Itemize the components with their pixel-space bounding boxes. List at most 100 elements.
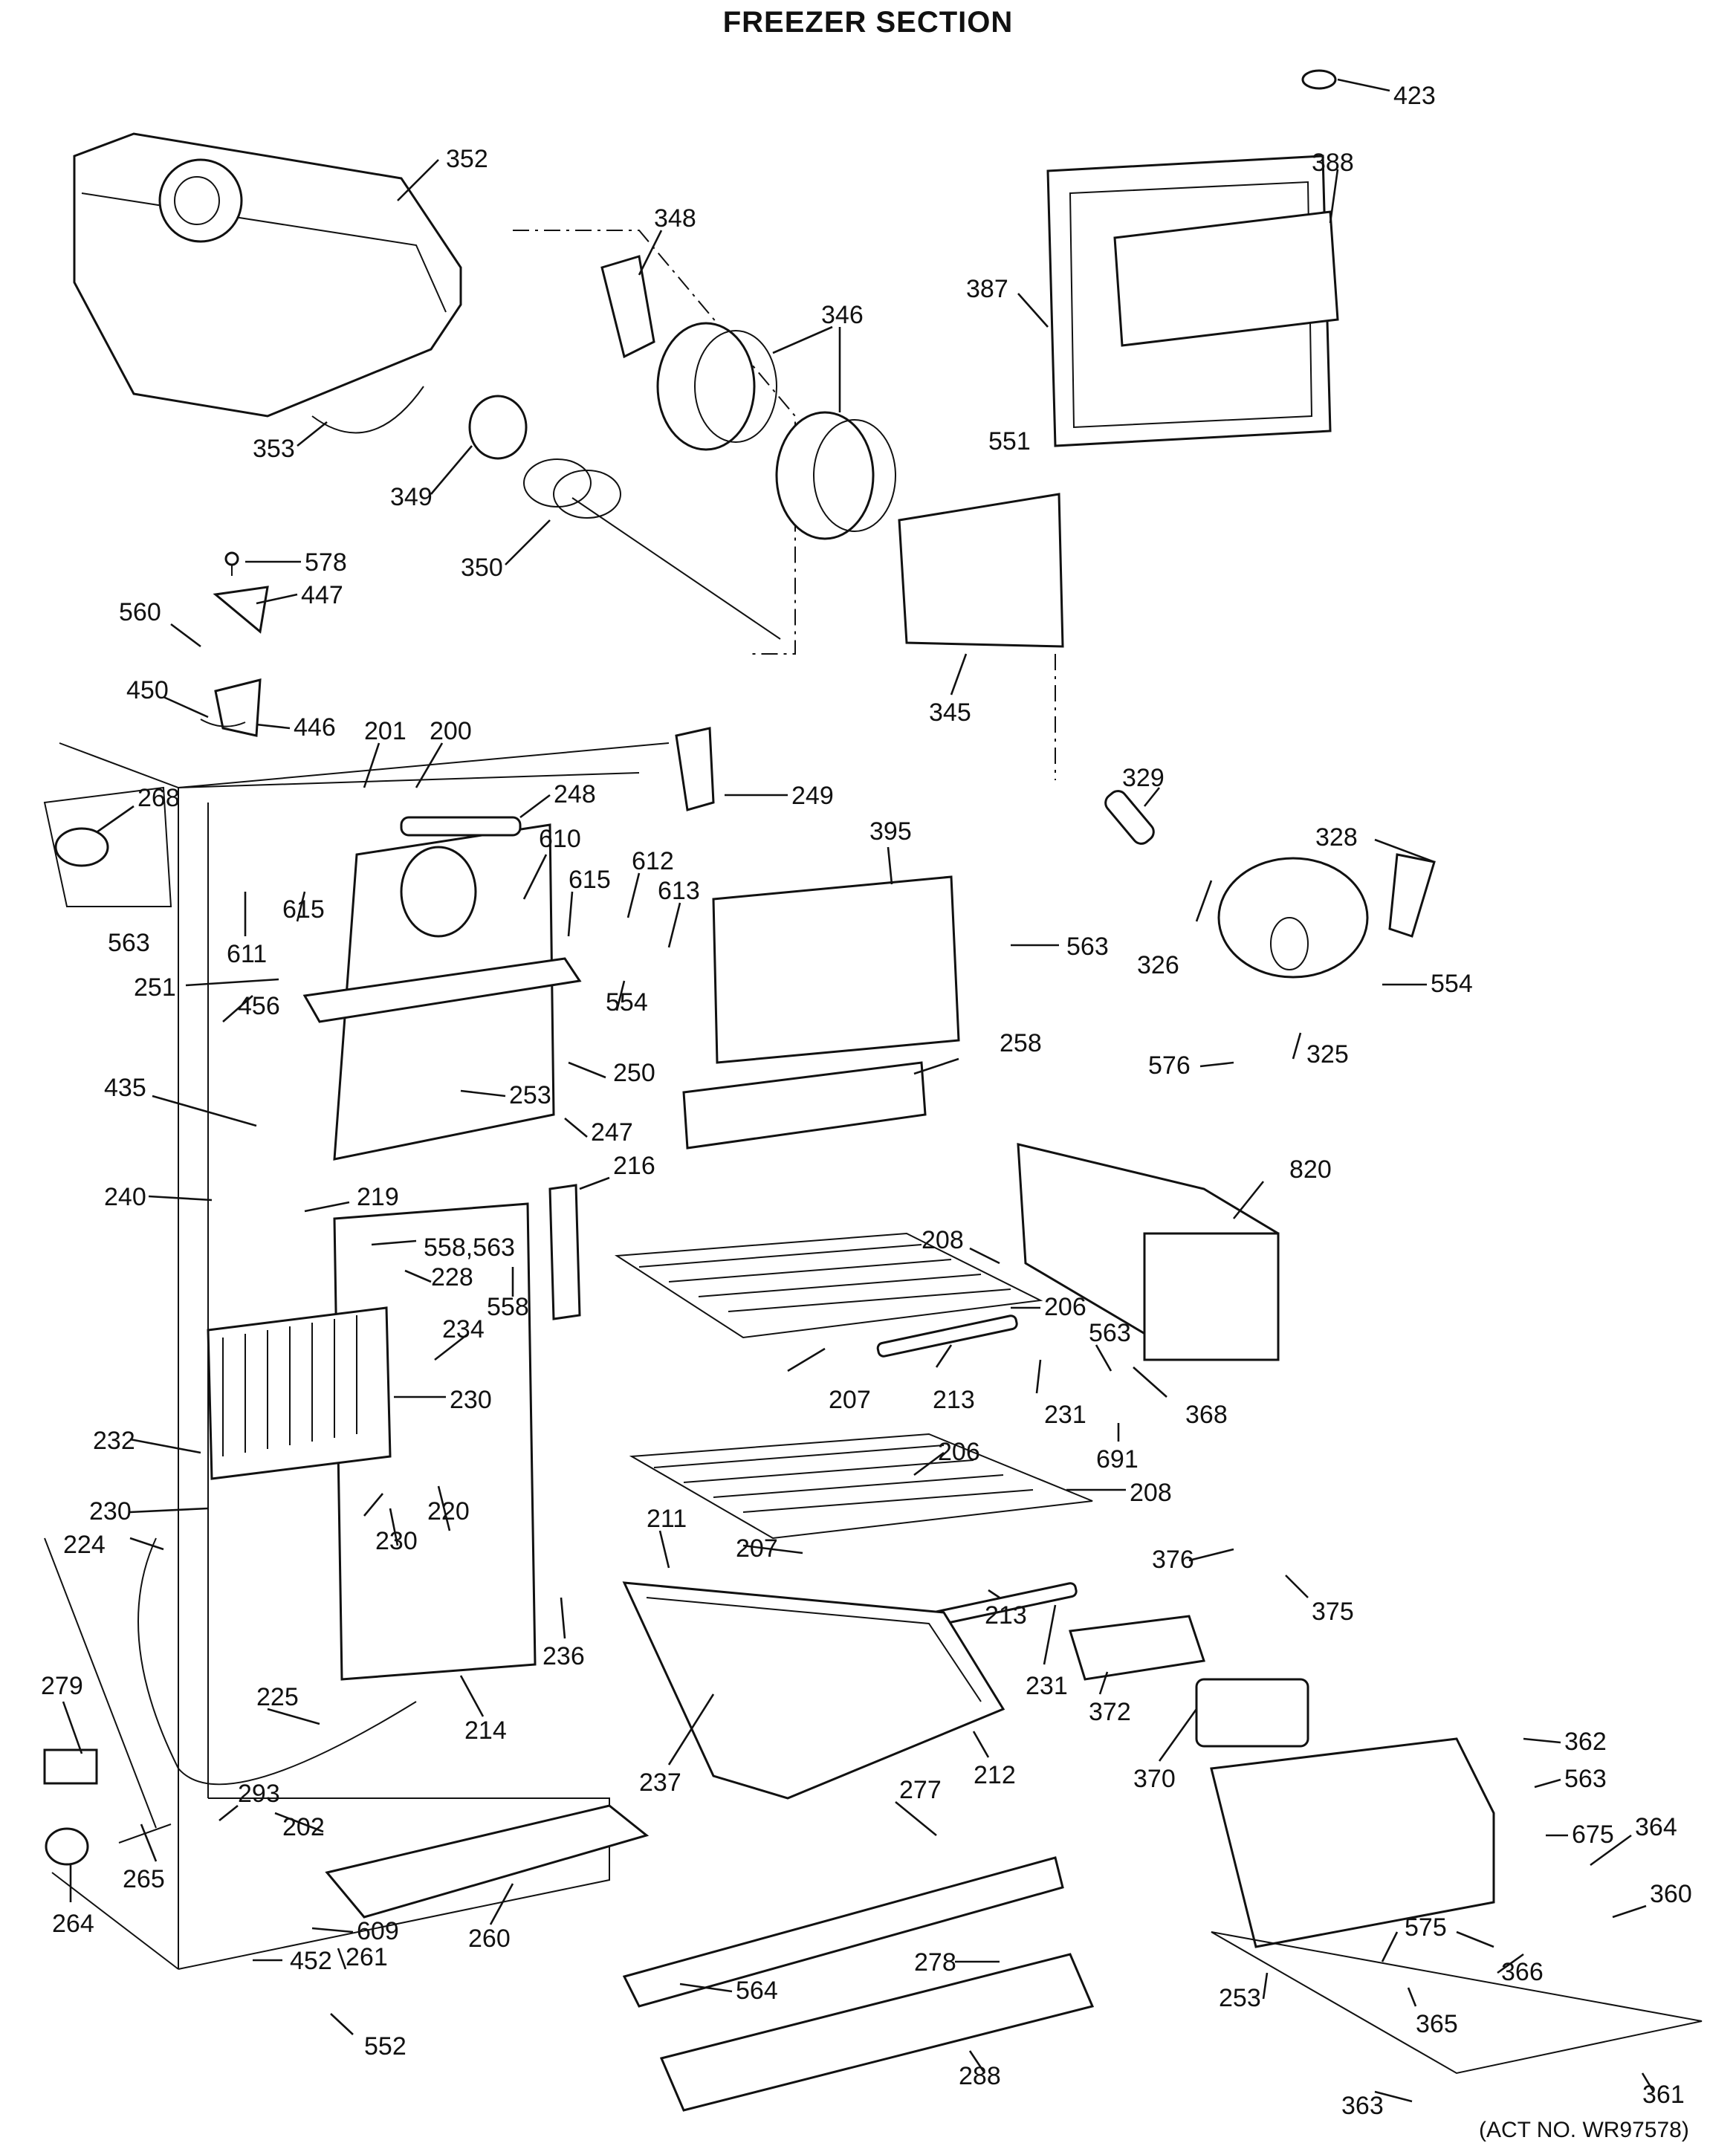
part-370 [1195, 1678, 1309, 1748]
callout-554-right: 554 [1431, 970, 1473, 998]
part-329 [1104, 790, 1155, 845]
part-cups-346 [656, 322, 896, 540]
part-264 [45, 1827, 89, 1866]
part-bracket-247 [302, 823, 582, 1161]
callout-551: 551 [988, 427, 1031, 455]
part-tray-360 [1210, 1737, 1703, 2075]
callout-366: 366 [1501, 1958, 1544, 1986]
callout-609: 609 [357, 1917, 399, 1945]
part-258 [682, 1061, 927, 1150]
callout-231-upper: 231 [1044, 1401, 1086, 1429]
callout-611: 611 [227, 940, 267, 968]
callout-612: 612 [632, 847, 674, 875]
callout-435: 435 [104, 1074, 146, 1102]
part-372 [1069, 1615, 1205, 1681]
callout-353: 353 [253, 435, 295, 463]
callout-363: 363 [1341, 2092, 1384, 2120]
callout-247: 247 [591, 1118, 633, 1147]
callout-554-mid: 554 [606, 988, 648, 1017]
callout-615-left: 615 [282, 895, 325, 924]
callout-228: 228 [431, 1263, 473, 1291]
callout-214: 214 [464, 1716, 507, 1745]
callout-362: 362 [1564, 1728, 1607, 1756]
callout-423: 423 [1393, 82, 1436, 110]
callout-219: 219 [357, 1183, 399, 1211]
part-450 [200, 719, 246, 727]
callout-211: 211 [647, 1505, 687, 1533]
callout-213-upper: 213 [933, 1386, 975, 1414]
part-447 [213, 586, 269, 634]
callout-200: 200 [430, 717, 472, 745]
part-basket-211 [622, 1581, 1005, 1800]
callout-447: 447 [301, 581, 343, 609]
callout-232: 232 [93, 1427, 135, 1455]
callout-388: 388 [1312, 149, 1354, 177]
part-ice-maker-820 [1017, 1143, 1280, 1361]
callout-563-lower: 563 [1564, 1765, 1607, 1793]
callout-labels: 423 352 388 348 346 387 353 349 551 350 … [41, 82, 1692, 2120]
callout-387: 387 [966, 275, 1008, 303]
callout-375: 375 [1312, 1598, 1354, 1626]
callout-206-lower: 206 [938, 1438, 980, 1466]
callout-349: 349 [390, 483, 433, 511]
callout-376: 376 [1152, 1546, 1194, 1574]
callout-213-lower: 213 [985, 1601, 1027, 1630]
callout-293: 293 [238, 1780, 280, 1808]
callout-240: 240 [104, 1183, 146, 1211]
part-shelf-upper-206 [614, 1232, 1043, 1339]
part-248 [400, 816, 522, 837]
part-279 [43, 1748, 98, 1785]
part-shelf-lower-206 [629, 1433, 1093, 1540]
callout-350: 350 [461, 554, 503, 582]
callout-578: 578 [305, 548, 347, 577]
callout-360: 360 [1650, 1880, 1692, 1908]
callout-326: 326 [1137, 951, 1179, 979]
callout-202: 202 [282, 1813, 325, 1841]
callout-558: 558 [487, 1293, 529, 1321]
callout-288: 288 [959, 2062, 1001, 2090]
callout-201: 201 [364, 717, 407, 745]
callout-552: 552 [364, 2032, 407, 2061]
callout-361: 361 [1642, 2081, 1685, 2109]
part-216 [548, 1184, 581, 1320]
callout-251: 251 [134, 973, 176, 1002]
callout-264: 264 [52, 1910, 94, 1938]
callout-368: 368 [1185, 1401, 1228, 1429]
callout-675: 675 [1572, 1821, 1614, 1849]
callout-279: 279 [41, 1672, 83, 1700]
callout-328: 328 [1315, 823, 1358, 852]
callout-230-right: 230 [450, 1386, 492, 1414]
callout-564: 564 [736, 1977, 778, 2005]
callout-278: 278 [914, 1948, 956, 1977]
callout-563-left: 563 [108, 929, 150, 957]
callout-268: 268 [137, 784, 180, 812]
callout-231-lower: 231 [1026, 1672, 1068, 1700]
callout-253-mid: 253 [509, 1081, 551, 1109]
callout-558-563: 558,563 [424, 1233, 515, 1262]
callout-346: 346 [821, 301, 864, 329]
callout-576: 576 [1148, 1051, 1191, 1080]
callout-610: 610 [539, 825, 581, 853]
callout-260: 260 [468, 1925, 511, 1953]
callout-208-lower: 208 [1130, 1479, 1172, 1507]
part-ice-bucket-352 [73, 132, 462, 418]
callout-234: 234 [442, 1315, 485, 1343]
part-rail-277 [622, 1856, 1064, 2008]
callout-265: 265 [123, 1865, 165, 1893]
callout-563-top: 563 [1066, 933, 1109, 961]
callout-224: 224 [63, 1531, 106, 1559]
callout-456: 456 [238, 992, 280, 1020]
callout-395: 395 [869, 817, 912, 846]
callout-230-lower: 230 [375, 1527, 418, 1555]
catalog-footnote: (ACT NO. WR97578) [1479, 2118, 1689, 2142]
callout-248: 248 [554, 780, 596, 808]
part-446 [214, 678, 262, 737]
part-wire-353 [311, 386, 424, 434]
callout-236: 236 [542, 1642, 585, 1670]
callout-575: 575 [1405, 1913, 1447, 1942]
part-motor-325 [1217, 857, 1369, 979]
callout-615-right: 615 [569, 866, 611, 894]
part-panel-395 [712, 875, 960, 1064]
callout-258: 258 [1000, 1029, 1042, 1057]
